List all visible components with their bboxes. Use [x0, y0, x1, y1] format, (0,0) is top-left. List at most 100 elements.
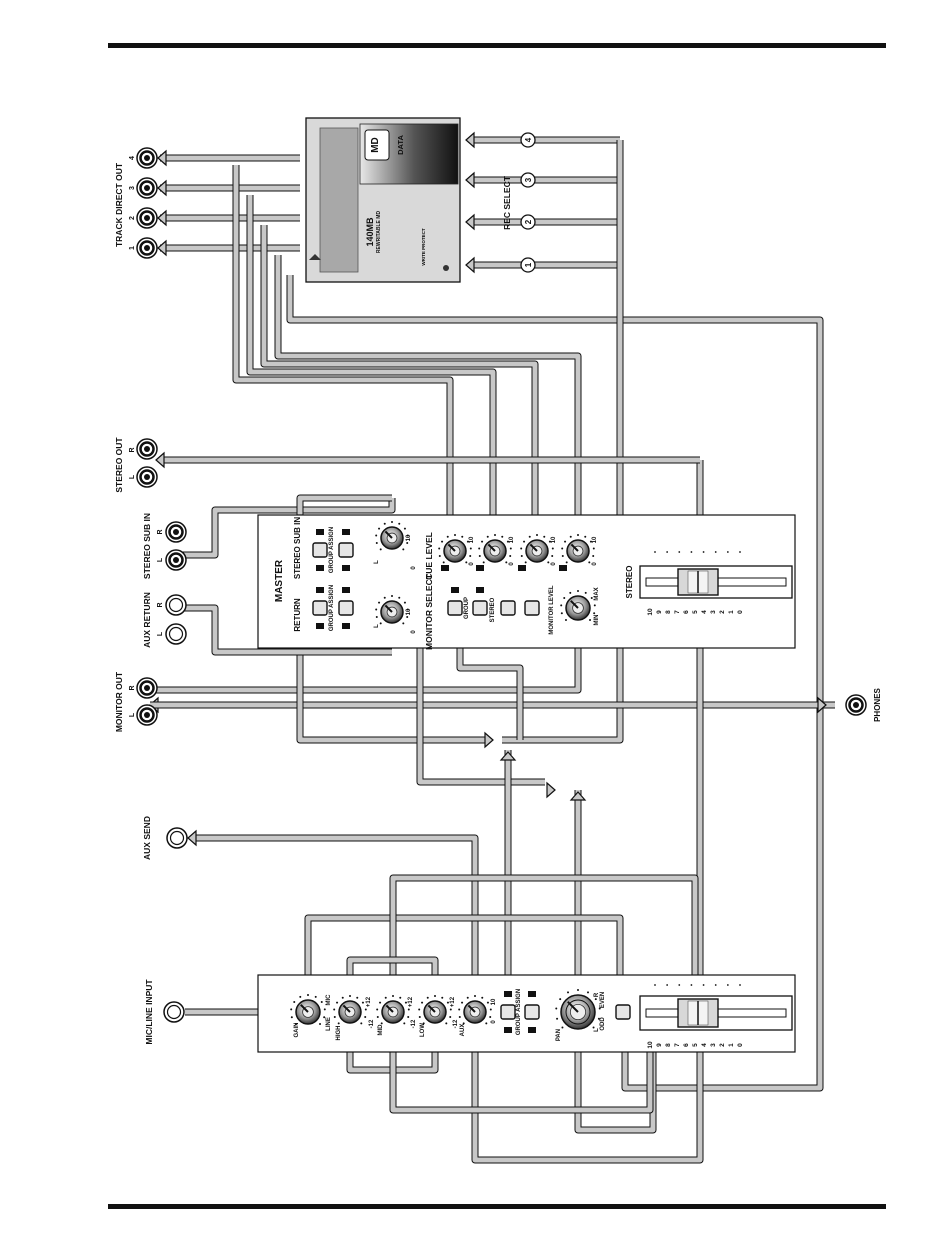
gain-label: GAIN: [294, 1023, 300, 1038]
rec-select-2[interactable]: 2: [520, 214, 536, 230]
eq-mid-knob[interactable]: [376, 995, 410, 1025]
aux-send-jack[interactable]: [166, 827, 188, 849]
aux-return-l-jack[interactable]: [165, 623, 187, 645]
ch-led-1: [504, 991, 512, 997]
aux-zero-label: 0: [491, 1020, 497, 1024]
pan-r-label: R: [594, 992, 600, 997]
stereo-sub-in-group-assign-2-button[interactable]: [338, 542, 354, 558]
monitor-level-knob[interactable]: [560, 590, 596, 622]
track-direct-out-1-jack[interactable]: [136, 237, 158, 259]
phones-jack[interactable]: [845, 694, 867, 716]
stereo-out-r-jack[interactable]: [136, 438, 158, 460]
return-group-assign-2-button[interactable]: [338, 600, 354, 616]
track-feed-4: [274, 255, 582, 545]
monitor-out-l-label: L: [129, 712, 136, 717]
return-ten-label: 10: [406, 608, 412, 615]
aux-return-r-jack[interactable]: [165, 594, 187, 616]
rec-select-4[interactable]: 4: [520, 132, 536, 148]
rec-select-arrow-1: [465, 171, 475, 189]
track-direct-out-4-jack[interactable]: [136, 147, 158, 169]
mic-line-input-jack[interactable]: [163, 1001, 185, 1023]
stereo-sub-in-r-label: R: [157, 529, 164, 534]
channel-scale-6: 6: [683, 1043, 690, 1047]
sub-in-led-1: [316, 529, 324, 535]
stereo-loop: [471, 605, 704, 1164]
aux-return-level-knob[interactable]: [375, 595, 409, 625]
eq-high-knob[interactable]: [333, 995, 367, 1025]
odd-even-button[interactable]: [615, 1004, 631, 1020]
mic-line-input-label: MIC/LINE INPUT: [144, 979, 154, 1045]
monitor-out-label: MONITOR OUT: [114, 671, 124, 732]
cue-4-ten-label: 10: [592, 536, 598, 543]
monitor-select-label: MONITOR SELECT: [424, 573, 434, 650]
rec-select-1[interactable]: 1: [520, 257, 536, 273]
sub-in-led-3: [316, 565, 324, 571]
direct-loop: [304, 914, 624, 1005]
high-minus12-label: -12: [369, 1019, 375, 1028]
cue-level-label: CUE LEVEL: [424, 532, 434, 580]
rec-select-arrow-3: [465, 256, 475, 274]
track-3-label: 3: [129, 186, 136, 190]
cue-led-4: [441, 565, 449, 571]
eq-bottom-loop-2: [389, 1040, 654, 1114]
monitor-select-group-1-button[interactable]: [447, 600, 463, 616]
cue-3-ten-label: 10: [551, 536, 557, 543]
line-label: LINE: [326, 1017, 332, 1031]
return-led-2: [342, 587, 350, 593]
rec-select-arrow-2: [465, 213, 475, 231]
disk-protect-label: WRITE PROTECT: [421, 228, 426, 265]
aux-ten-label: 10: [491, 998, 497, 1005]
stereo-out-l-jack[interactable]: [136, 466, 158, 488]
master-sub-group-assign-label: GROUP ASSIGN: [329, 527, 335, 573]
stereo-master-fader[interactable]: [639, 565, 793, 599]
pan-knob[interactable]: [555, 989, 601, 1030]
stereo-sub-in-group-assign-1-button[interactable]: [312, 542, 328, 558]
channel-scale-2: 2: [719, 1043, 726, 1047]
signal-paths: [149, 131, 835, 1164]
cue-level-4-knob[interactable]: [561, 534, 595, 564]
stereo-scale-0: 0: [737, 610, 744, 614]
rec-select-4-label: 4: [524, 137, 533, 142]
return-led-1: [316, 587, 324, 593]
return-group-assign-1-button[interactable]: [312, 600, 328, 616]
cue-level-1-knob[interactable]: [438, 534, 472, 564]
stereo-sub-in-level-knob[interactable]: [375, 521, 409, 551]
channel-group-assign-2-button[interactable]: [524, 1004, 540, 1020]
cue-level-2-knob[interactable]: [478, 534, 512, 564]
track-direct-out-2-jack[interactable]: [136, 207, 158, 229]
monitor-select-stereo-button[interactable]: [500, 600, 516, 616]
stereo-sub-in-r-jack[interactable]: [165, 521, 187, 543]
cue-led-2: [518, 565, 526, 571]
low-plus12-label: +12: [450, 996, 456, 1007]
monitor-level-min-label: MIN: [594, 615, 600, 626]
aux-send-knob[interactable]: [458, 995, 492, 1025]
cue-level-3-knob[interactable]: [520, 534, 554, 564]
sub-in-arrow: [484, 731, 494, 749]
eq-low-knob[interactable]: [418, 995, 452, 1025]
return-zero-label: 0: [411, 630, 417, 634]
aux-send-path: [195, 834, 479, 985]
stereo-scale-7: 7: [674, 610, 681, 614]
rec-select-3[interactable]: 3: [520, 172, 536, 188]
components: 4 3 2 1: [136, 132, 867, 1033]
track-direct-out-3-jack[interactable]: [136, 177, 158, 199]
channel-group-assign-1-button[interactable]: [500, 1004, 516, 1020]
phones-bus: [286, 275, 824, 1092]
cue-3-zero-label: 0: [551, 562, 557, 566]
phones-label: PHONES: [873, 687, 882, 721]
stereo-sub-in-l-jack[interactable]: [165, 549, 187, 571]
monitor-select-group-label: GROUP: [464, 597, 470, 619]
disk-logo-data: DATA: [396, 135, 405, 155]
monitor-out-r-jack[interactable]: [136, 677, 158, 699]
aux-return-r-label: R: [157, 602, 164, 607]
channel-fader[interactable]: [639, 995, 793, 1031]
aux-return-label: AUX RETURN: [142, 592, 152, 648]
monitor-select-group-2-button[interactable]: [472, 600, 488, 616]
sub-in-led-2: [342, 529, 350, 535]
stereo-sub-in-label: STEREO SUB IN: [142, 513, 152, 579]
stereo-scale-6: 6: [683, 610, 690, 614]
monitor-out-l-jack[interactable]: [136, 704, 158, 726]
track-feed-3: [260, 225, 539, 545]
gain-knob[interactable]: [290, 994, 326, 1026]
monitor-select-sub-button[interactable]: [524, 600, 540, 616]
